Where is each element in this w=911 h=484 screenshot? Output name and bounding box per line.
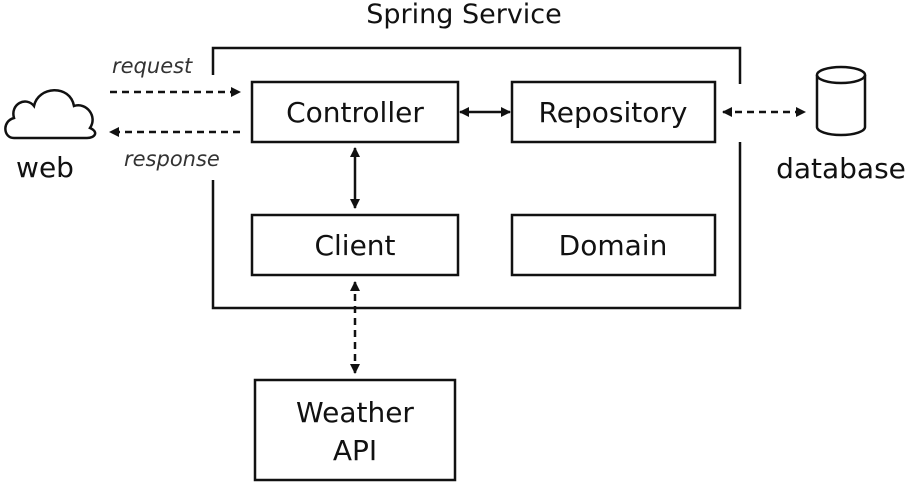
weather-api-label-line2: API <box>333 434 377 467</box>
cloud-icon <box>4 89 97 140</box>
service-boundary <box>211 46 742 310</box>
repository-node: Repository <box>510 80 717 144</box>
service-title: Spring Service <box>366 0 562 30</box>
repository-label: Repository <box>539 96 688 129</box>
domain-label: Domain <box>559 229 668 262</box>
controller-node: Controller <box>250 80 460 144</box>
web-label: web <box>16 151 74 184</box>
request-label: request <box>112 54 193 78</box>
client-node: Client <box>250 213 460 277</box>
controller-label: Controller <box>286 96 424 129</box>
database-cylinder-icon <box>815 65 867 137</box>
weather-api-node: Weather API <box>253 378 457 482</box>
response-label: response <box>124 147 220 171</box>
domain-node: Domain <box>510 213 717 277</box>
client-label: Client <box>314 229 395 262</box>
weather-api-label-line1: Weather <box>296 396 414 429</box>
database-label: database <box>776 152 906 185</box>
